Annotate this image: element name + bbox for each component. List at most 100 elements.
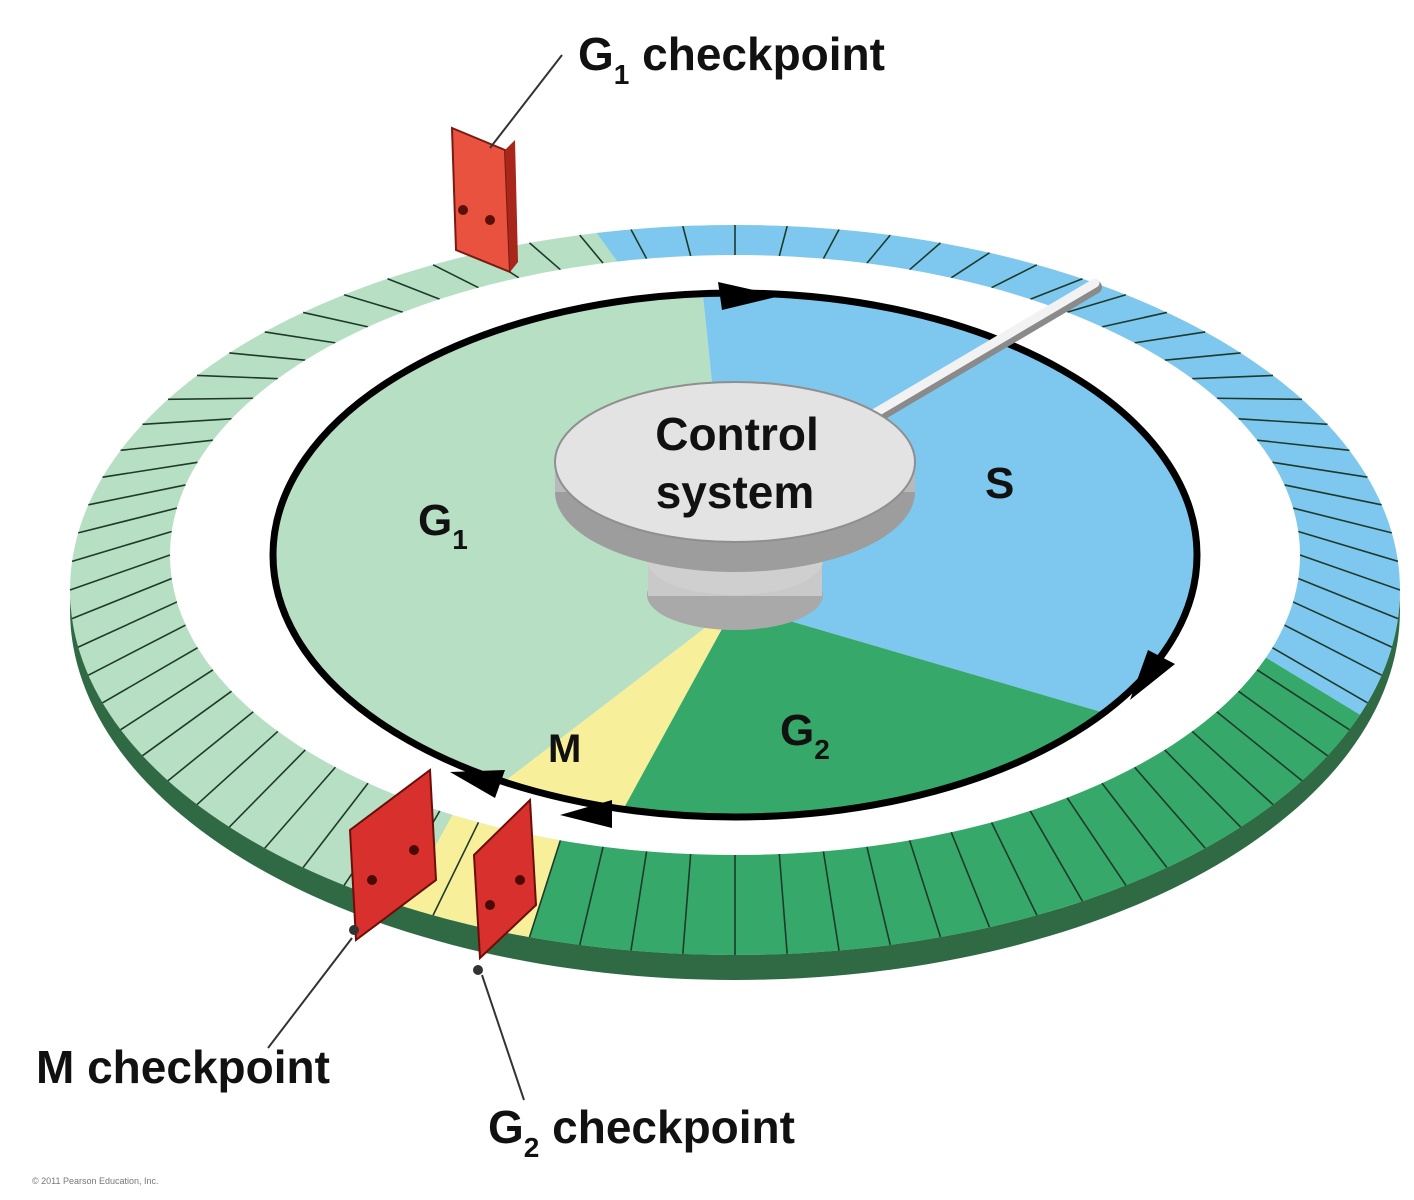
ring-segment-divider <box>432 821 480 916</box>
ring-segment-divider <box>1101 311 1168 328</box>
ring-segment-divider <box>1272 461 1368 478</box>
control-system-label-line2: system <box>656 466 815 518</box>
ring-segment-divider <box>196 730 279 806</box>
ring-segment-divider <box>579 234 604 264</box>
m-checkpoint-leader <box>267 937 353 1049</box>
ring-segment-divider <box>909 242 942 271</box>
ring-segment-divider <box>229 352 306 361</box>
ring-segment-divider <box>950 831 991 928</box>
ring-segment-divider <box>88 484 186 506</box>
ring-segment-divider <box>1192 374 1274 380</box>
ring-segment-divider <box>778 854 788 954</box>
ring-segment-divider <box>196 374 278 380</box>
phase-g2-label: G2 <box>780 706 830 765</box>
ring-phase-arc <box>596 225 1400 715</box>
ring-segment-divider <box>77 601 178 648</box>
ring-segment-divider <box>1298 530 1399 563</box>
phase-s-label: S <box>985 459 1014 508</box>
ring-segment-divider <box>1284 624 1382 676</box>
ring-segment-divider <box>1029 810 1084 902</box>
ring-segment-divider <box>950 252 990 279</box>
ring-segment-divider <box>1133 766 1206 849</box>
ring-segment-divider <box>578 846 604 946</box>
ring-segment-divider <box>1297 577 1399 620</box>
ring-segment-divider <box>630 229 648 260</box>
ring-segment-divider <box>264 766 337 849</box>
ring-segment-divider <box>528 840 562 938</box>
ring-segment-divider <box>778 225 788 257</box>
ring-segment-divider <box>866 846 892 946</box>
ring-segment-divider <box>387 278 441 300</box>
ring-segment-divider <box>1101 782 1168 869</box>
g1-checkpoint-leader <box>489 54 563 149</box>
ring-segment-divider <box>302 311 369 328</box>
ring-segment-divider <box>630 851 648 951</box>
ring-segment-divider <box>120 439 214 452</box>
ring-segment-divider <box>88 624 186 676</box>
ring-segment-divider <box>682 854 692 954</box>
ring-segment-divider <box>908 840 942 938</box>
ring-segment-divider <box>167 397 254 401</box>
m-checkpoint-barrier <box>348 768 438 942</box>
outer-ring-segments <box>69 225 1401 955</box>
ring-segment-divider <box>682 225 692 257</box>
ring-segment-divider <box>1066 797 1127 886</box>
ring-segment-divider <box>302 782 369 869</box>
ring-segment-divider <box>71 530 172 563</box>
phase-g2-wedge <box>623 605 1104 817</box>
ring-segment-divider <box>1271 647 1368 704</box>
ring-segment-divider <box>990 821 1038 916</box>
phase-m-label: M <box>548 727 581 771</box>
arrow-m-to-g1 <box>450 770 505 798</box>
control-system-dial <box>554 381 916 630</box>
ring-segment-divider <box>1164 749 1242 828</box>
ring-segment-divider <box>1029 278 1083 300</box>
ring-segment-divider <box>142 690 233 757</box>
ring-segment-divider <box>120 669 214 731</box>
ring-segment-divider <box>1164 352 1241 361</box>
ring-segment-divider <box>1216 711 1303 782</box>
g1-checkpoint-barrier <box>450 126 518 274</box>
g2-checkpoint-barrier <box>472 797 538 975</box>
copyright-notice: © 2011 Pearson Education, Inc. <box>32 1176 159 1186</box>
ring-segment-divider <box>102 647 199 704</box>
ring-segment-divider <box>1256 439 1350 452</box>
ring-segment-divider <box>1216 397 1303 401</box>
ring-segment-divider <box>142 418 232 426</box>
g2-checkpoint-label: G2 checkpoint <box>488 1101 795 1163</box>
arrow-s-to-g2 <box>1130 650 1175 700</box>
control-system-label-line1: Control <box>655 408 819 460</box>
ring-segment-divider <box>432 264 479 289</box>
ring-segment-divider <box>822 851 840 951</box>
arrow-g2-to-m <box>560 800 612 828</box>
ring-segment-divider <box>71 577 173 620</box>
ring-segment-divider <box>228 749 306 828</box>
ring-segment-divider <box>1299 554 1401 591</box>
ring-segment-divider <box>991 264 1038 289</box>
ring-segment-divider <box>1134 331 1206 344</box>
arrow-g1-to-s <box>718 282 780 310</box>
ring-segment-divider <box>1256 669 1350 731</box>
ring-segment-divider <box>1237 690 1328 757</box>
ring-segment-divider <box>102 461 198 478</box>
ring-segment-divider <box>77 507 178 534</box>
ring-segment-divider <box>528 242 561 271</box>
ring-segment-divider <box>264 331 336 344</box>
ring-segment-divider <box>822 229 840 260</box>
ring-phase-arc <box>529 657 1360 955</box>
dial-hand <box>865 278 1100 421</box>
ring-segment-divider <box>866 234 891 264</box>
ring-segment-divider <box>1292 601 1393 648</box>
ring-segment-divider <box>1292 507 1393 534</box>
cycle-arrows <box>450 282 1175 828</box>
g1-checkpoint-label: G1 checkpoint <box>578 28 885 90</box>
ring-segment-divider <box>1238 418 1328 426</box>
ring-segment-divider <box>1191 730 1274 806</box>
phase-m-wedge <box>504 605 735 810</box>
ring-segment-divider <box>1284 484 1382 506</box>
g2-checkpoint-leader <box>481 974 525 1101</box>
ring-segment-divider <box>343 293 404 314</box>
m-checkpoint-label: M checkpoint <box>36 1041 330 1093</box>
ring-segment-divider <box>1066 293 1127 314</box>
phase-g1-label: G1 <box>418 496 468 555</box>
